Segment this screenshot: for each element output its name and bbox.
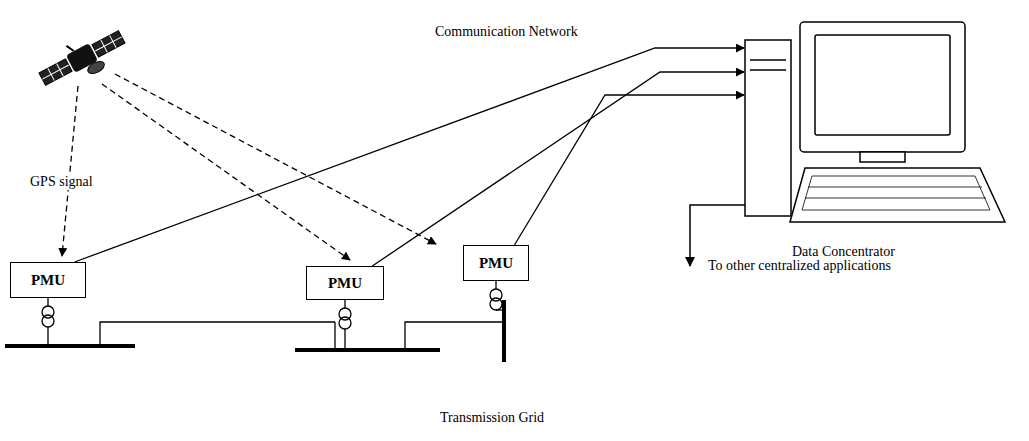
diagram-label: Transmission Grid bbox=[438, 410, 546, 426]
gps-signal-arrows bbox=[62, 74, 436, 260]
computer-icon bbox=[745, 22, 1005, 222]
diagram-label: To other centralized applications bbox=[706, 258, 893, 274]
pmu-box: PMU bbox=[10, 262, 86, 298]
communication-link bbox=[75, 48, 744, 262]
box-label: PMU bbox=[479, 255, 513, 272]
communication-link bbox=[514, 95, 744, 245]
data-concentrator: Data Concentrator bbox=[740, 18, 1015, 266]
pmu-box: PMU bbox=[306, 266, 384, 300]
output-arrow bbox=[690, 205, 745, 266]
communication-link bbox=[372, 72, 744, 266]
box-label: PMU bbox=[31, 272, 65, 289]
diagram-label: GPS signal bbox=[28, 174, 95, 190]
diagram-label: Communication Network bbox=[433, 24, 580, 40]
pmu-box: PMU bbox=[463, 245, 529, 281]
satellite-icon bbox=[34, 21, 131, 97]
box-label: PMU bbox=[328, 275, 362, 292]
